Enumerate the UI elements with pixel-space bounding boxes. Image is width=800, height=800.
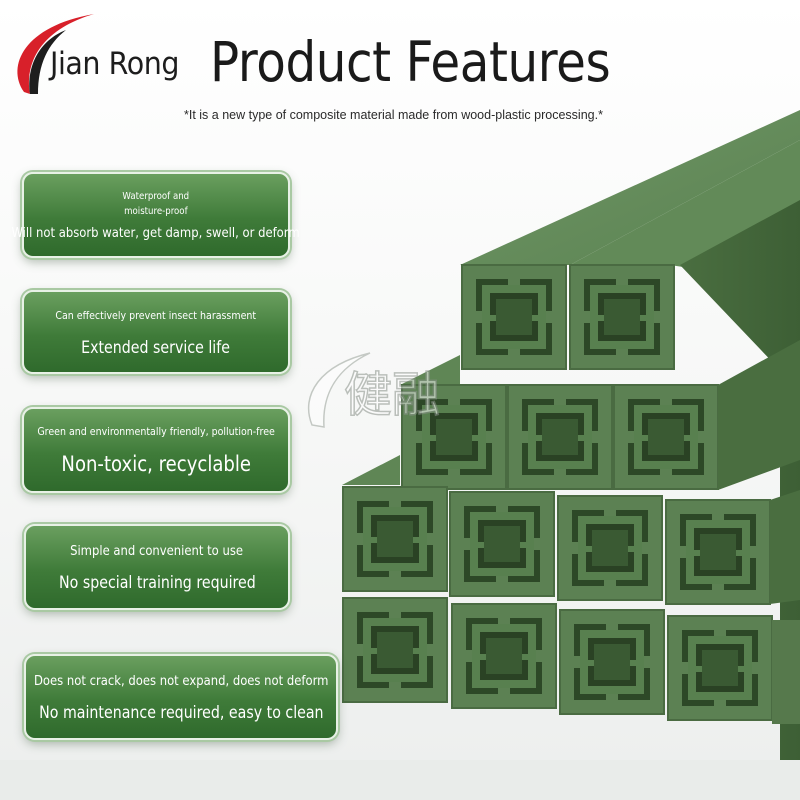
brand-name: Jian Rong [50, 46, 179, 82]
feature-caption: Can effectively prevent insect harassmen… [55, 308, 257, 322]
feature-headline: No special training required [58, 572, 256, 592]
feature-card-low-maintenance: Does not crack, does not expand, does no… [24, 654, 338, 740]
page-title: Product Features [210, 30, 611, 94]
feature-card-easy-to-use: Simple and convenient to use No special … [24, 524, 290, 610]
page-subtitle: *It is a new type of composite material … [184, 108, 603, 122]
feature-title-line2: moisture-proof [124, 206, 188, 217]
feature-headline: No maintenance required, easy to clean [38, 702, 324, 722]
feature-caption: Green and environmentally friendly, poll… [37, 425, 275, 438]
feature-card-eco-friendly: Green and environmentally friendly, poll… [22, 407, 290, 493]
feature-caption: Does not crack, does not expand, does no… [33, 672, 329, 689]
feature-headline: Non-toxic, recyclable [61, 452, 251, 476]
feature-card-waterproof: Waterproof and moisture-proof Will not a… [12, 172, 300, 258]
feature-description: Will not absorb water, get damp, swell, … [11, 225, 301, 241]
feature-caption: Simple and convenient to use [70, 542, 244, 559]
feature-headline: Extended service life [81, 337, 231, 357]
feature-title-line1: Waterproof and [122, 191, 190, 202]
brand-logo-swoosh [17, 14, 95, 94]
feature-card-insect-resistance: Can effectively prevent insect harassmen… [22, 290, 290, 374]
